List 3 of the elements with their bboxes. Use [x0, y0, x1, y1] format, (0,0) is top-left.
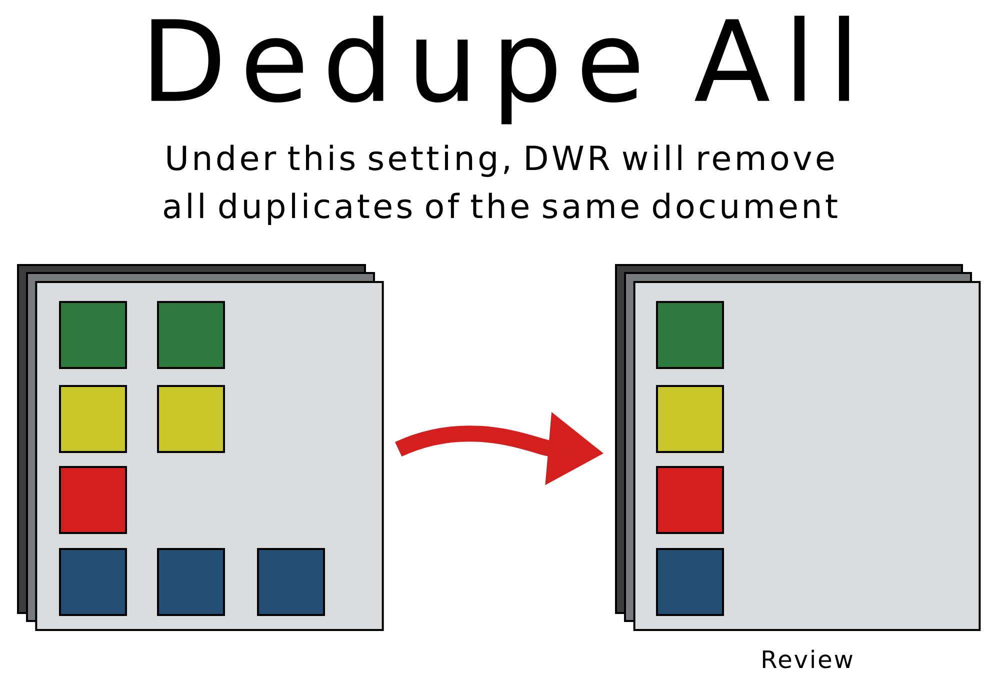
stack-label: Review: [762, 650, 852, 668]
caption: Under this setting, DWR will remove all duplicates of the same document: [164, 144, 838, 225]
title: Dedupe All: [151, 16, 850, 124]
